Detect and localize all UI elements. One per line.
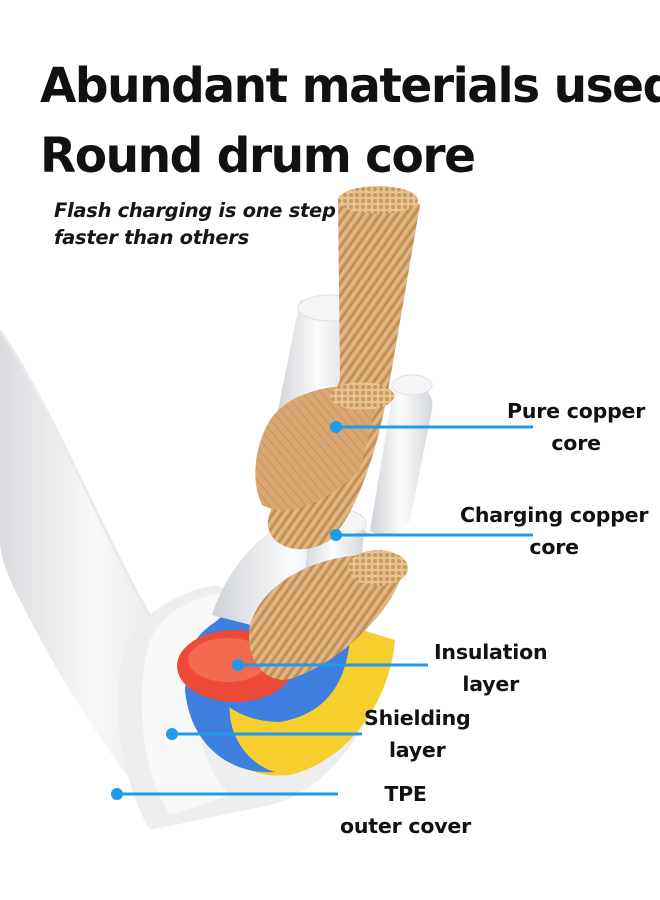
callout-pure-copper-core: Pure copper core: [507, 395, 645, 459]
subtitle-line-2: faster than others: [54, 226, 249, 249]
callout-shielding-layer: Shielding layer: [364, 702, 471, 766]
leader-dot-tpe: [111, 788, 123, 800]
callout-line-2: core: [551, 431, 601, 455]
callout-line-1: Insulation: [434, 640, 548, 664]
callout-insulation-layer: Insulation layer: [434, 636, 548, 700]
headline-line-2: Round drum core: [40, 128, 476, 184]
callout-line-1: Charging copper: [460, 503, 649, 527]
subtitle: Flash charging is one step faster than o…: [54, 197, 336, 251]
callout-line-2: layer: [462, 672, 519, 696]
charging-copper-core: [249, 550, 408, 680]
leader-lines: [111, 421, 533, 800]
callout-line-1: TPE: [384, 782, 427, 806]
callout-line-2: core: [529, 535, 579, 559]
callout-charging-copper-core: Charging copper core: [460, 499, 648, 563]
callout-line-2: layer: [388, 738, 446, 762]
headline-line-1: Abundant materials used: [40, 58, 660, 114]
callout-tpe-outer-cover: TPE outer cover: [340, 778, 471, 842]
callout-line-2: outer cover: [340, 814, 472, 838]
pure-copper-core: [255, 186, 420, 550]
subtitle-line-1: Flash charging is one step: [54, 199, 336, 222]
leader-dot-shielding: [166, 728, 178, 740]
leader-dot-insulation: [232, 659, 244, 671]
leader-dot-pure-copper: [330, 421, 342, 433]
callout-line-1: Pure copper: [507, 399, 646, 423]
callout-line-1: Shielding: [364, 706, 471, 730]
leader-dot-charging-copper: [330, 529, 342, 541]
